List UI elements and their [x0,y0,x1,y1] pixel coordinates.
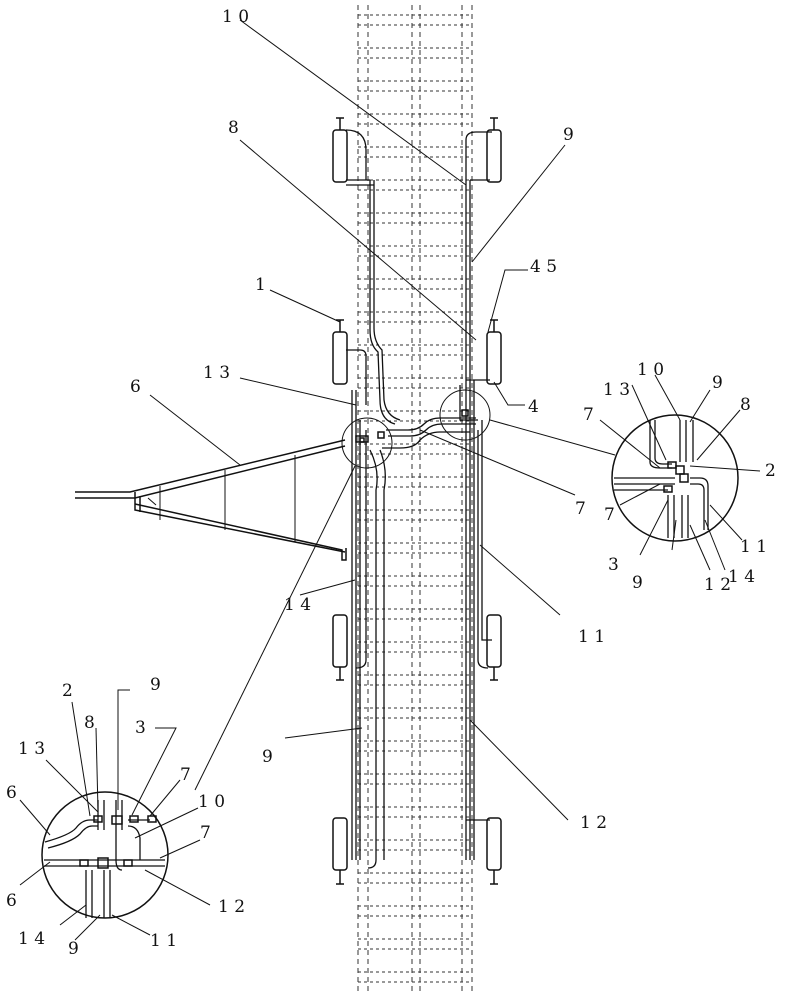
label-b12: 1 2 [218,897,245,917]
cylinder-right-2 [486,331,502,385]
label-b13: 1 3 [18,739,45,759]
label-b6a: 6 [6,783,17,803]
label-8-top: 8 [228,118,239,138]
brake-cylinders [332,117,502,885]
label-45: 4 5 [530,257,557,277]
label-13-mid: 1 3 [203,363,230,383]
label-b2: 2 [62,681,73,701]
label-r8: 8 [740,395,751,415]
label-b9: 9 [150,675,161,695]
label-b7a: 7 [180,765,191,785]
track-dashed [357,5,473,995]
label-b3: 3 [135,718,146,738]
label-b11: 1 1 [150,931,177,951]
track-sleepers [358,14,472,983]
label-b7b: 7 [200,823,211,843]
crossover-pipes [345,129,476,449]
number-labels: 1 0 8 9 1 4 5 4 1 3 6 7 1 4 1 1 9 1 2 1 … [6,7,776,959]
label-b14: 1 4 [18,929,45,949]
side-frame [75,439,347,561]
label-1: 1 [255,275,266,295]
label-10-top: 1 0 [222,7,249,27]
label-7-mid: 7 [575,499,586,519]
label-r9: 9 [712,373,723,393]
label-11-mid: 1 1 [578,627,605,647]
label-r10: 1 0 [637,360,664,380]
label-r9b: 9 [632,573,643,593]
label-9-top: 9 [563,125,574,145]
label-b6b: 6 [6,891,17,911]
cylinder-right-3 [486,614,502,668]
detail-circle-bottom-left [19,689,211,941]
label-4: 4 [528,397,539,417]
label-r3: 3 [608,555,619,575]
left-pipe-group [346,179,401,869]
cylinder-left-4 [332,817,348,871]
label-r7a: 7 [583,405,594,425]
label-9-mid: 9 [262,747,273,767]
label-r2: 2 [765,461,776,481]
detail-circle-right [599,374,761,571]
cylinder-left-3 [332,614,348,668]
label-r14: 1 4 [728,567,755,587]
label-b10: 1 0 [198,792,225,812]
right-pipe-group [459,131,492,860]
label-b9b: 9 [68,939,79,959]
cylinder-left-2 [332,331,348,385]
cylinder-right-1 [486,129,502,183]
junction-circles [341,389,491,469]
label-r11: 1 1 [740,537,767,557]
cylinder-left-1 [332,129,348,183]
label-14-mid: 1 4 [284,595,311,615]
label-b8: 8 [84,713,95,733]
label-6-mid: 6 [130,377,141,397]
label-r12: 1 2 [704,575,731,595]
label-r13: 1 3 [603,380,630,400]
cylinder-right-4 [486,817,502,871]
label-r7b: 7 [604,505,615,525]
label-12-mid: 1 2 [580,813,607,833]
leader-lines [149,19,616,821]
